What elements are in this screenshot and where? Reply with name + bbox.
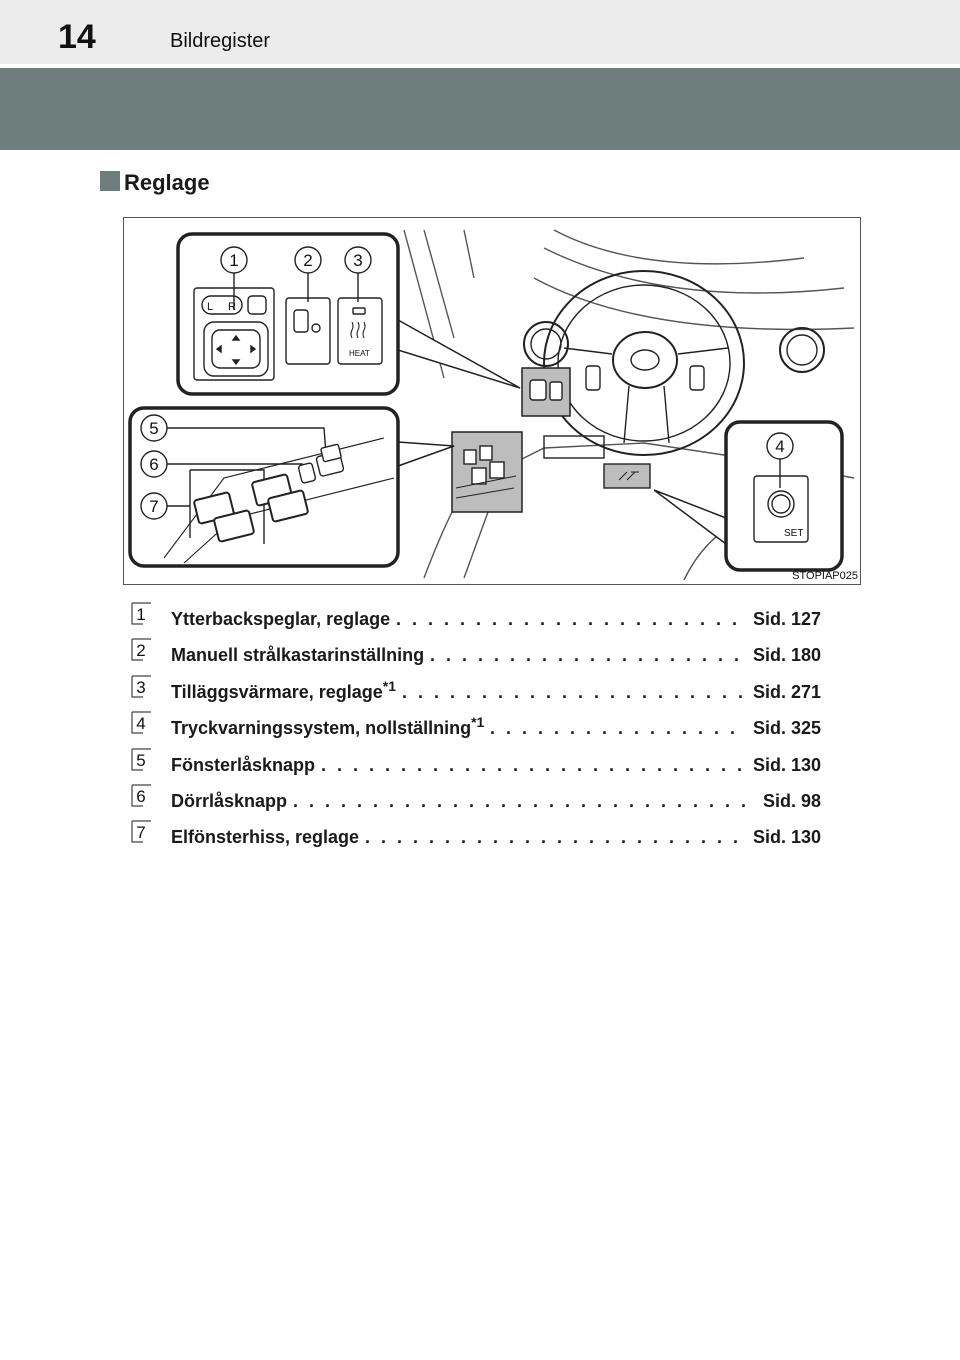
number-badge-icon: 1 <box>131 602 155 626</box>
callout-labels: 1 2 3 4 5 6 7 L R HEAT SET <box>149 251 803 539</box>
item-label: Tilläggsvärmare, reglage*1 <box>171 679 396 703</box>
item-label-text: Fönsterlåsknapp <box>171 754 316 775</box>
list-item: 2 Manuell strålkastarinställning . . . . .… <box>131 638 831 674</box>
item-label: Fönsterlåsknapp <box>171 755 315 776</box>
figure-code: STOPIAP025 <box>792 570 858 582</box>
leader-dots: . . . . . . . . . . . . . . . . . . . . … <box>396 609 743 629</box>
heat-label: HEAT <box>349 349 370 358</box>
page-reference[interactable]: Sid. 271 <box>752 681 821 702</box>
list-item: 3 Tilläggsvärmare, reglage*1 . . . . . . .… <box>131 675 831 711</box>
item-number: 4 <box>136 714 146 734</box>
mirror-left-label: L <box>207 301 213 313</box>
number-badge-icon: 5 <box>131 747 155 772</box>
leader-dots: . . . . . . . . . . . . . . . . . . . . … <box>321 754 743 775</box>
list-item: 1 Ytterbackspeglar, reglage. . . . . . . … <box>131 602 831 638</box>
heading-text: Reglage <box>124 170 210 195</box>
number-badge-icon: 3 <box>131 675 155 699</box>
item-label-text: Manuell strålkastarinställning <box>171 645 425 666</box>
page-number: 14 <box>58 18 96 56</box>
item-footnote: *1 <box>471 714 485 731</box>
list-item: 5 Fönsterlåsknapp . . . . . . . . . . . . … <box>131 747 831 784</box>
page-header: 14 Bildregister <box>0 0 960 64</box>
item-number: 5 <box>136 750 146 770</box>
item-label-text: Dörrlåsknapp <box>171 790 288 811</box>
leader-dots: . . . . . . . . . . . . . . . . . . . . … <box>293 790 753 811</box>
number-badge-icon: 7 <box>131 820 155 844</box>
item-number: 1 <box>136 605 146 624</box>
leader-dots: . . . . . . . . . . . . . . . . . . . . … <box>430 645 743 666</box>
callout-3: 3 <box>353 251 362 270</box>
section-title: Bildregister <box>170 30 271 52</box>
callout-2: 2 <box>303 251 312 270</box>
item-label-text: Elfönsterhiss, reglage <box>171 827 360 848</box>
item-label: Manuell strålkastarinställning <box>171 645 424 666</box>
item-label-text: Tilläggsvärmare, reglage <box>171 681 383 702</box>
item-label-text: Ytterbackspeglar, reglage <box>171 609 391 629</box>
item-number: 3 <box>136 677 146 697</box>
list-item: 7 Elfönsterhiss, reglage . . . . . . . . .… <box>131 820 831 856</box>
page-reference[interactable]: Sid. 325 <box>752 718 821 739</box>
leader-dots: . . . . . . . . . . . . . . . . . . . . … <box>402 681 743 702</box>
item-label: Elfönsterhiss, reglage <box>171 827 359 848</box>
item-label-text: Tryckvarningssystem, nollställning <box>171 718 472 739</box>
item-number: 7 <box>136 823 146 843</box>
callout-1: 1 <box>229 251 238 270</box>
callout-4: 4 <box>775 437 784 456</box>
callout-7: 7 <box>149 497 158 516</box>
number-badge-icon: 6 <box>131 784 155 808</box>
number-badge-icon: 2 <box>131 638 155 662</box>
callout-6: 6 <box>149 455 158 474</box>
page-reference[interactable]: Sid. 180 <box>752 645 821 666</box>
item-number: 6 <box>136 786 146 806</box>
item-label: Ytterbackspeglar, reglage <box>171 609 390 630</box>
item-number: 2 <box>136 641 146 661</box>
leader-dots: . . . . . . . . . . . . . . . . . . . . … <box>365 827 743 848</box>
item-label: Dörrlåsknapp <box>171 791 287 812</box>
list-item: 4 Tryckvarningssystem, nollställning*1 . .… <box>131 711 831 747</box>
mirror-right-label: R <box>228 301 236 313</box>
page-reference[interactable]: Sid. 130 <box>752 827 821 848</box>
item-label: Tryckvarningssystem, nollställning*1 <box>171 715 484 739</box>
page-reference[interactable]: Sid. 130 <box>752 754 821 775</box>
header-banner <box>0 68 960 150</box>
set-label: SET <box>784 528 803 539</box>
number-badge-icon: 4 <box>131 711 155 735</box>
page-reference[interactable]: Sid. 127 <box>752 609 821 629</box>
dashboard-drawing <box>128 229 855 581</box>
leader-dots: . . . . . . . . . . . . . . . . . . . . … <box>490 718 743 739</box>
page-reference[interactable]: Sid. 98 <box>762 790 821 811</box>
heading-square-icon <box>100 171 120 191</box>
controls-illustration: 1 2 3 4 5 6 7 L R HEAT SET STOPIAP025 <box>123 217 861 585</box>
item-footnote: *1 <box>382 677 397 694</box>
list-item: 6 Dörrlåsknapp . . . . . . . . . . . . . .… <box>131 784 831 820</box>
callout-5: 5 <box>149 419 158 438</box>
